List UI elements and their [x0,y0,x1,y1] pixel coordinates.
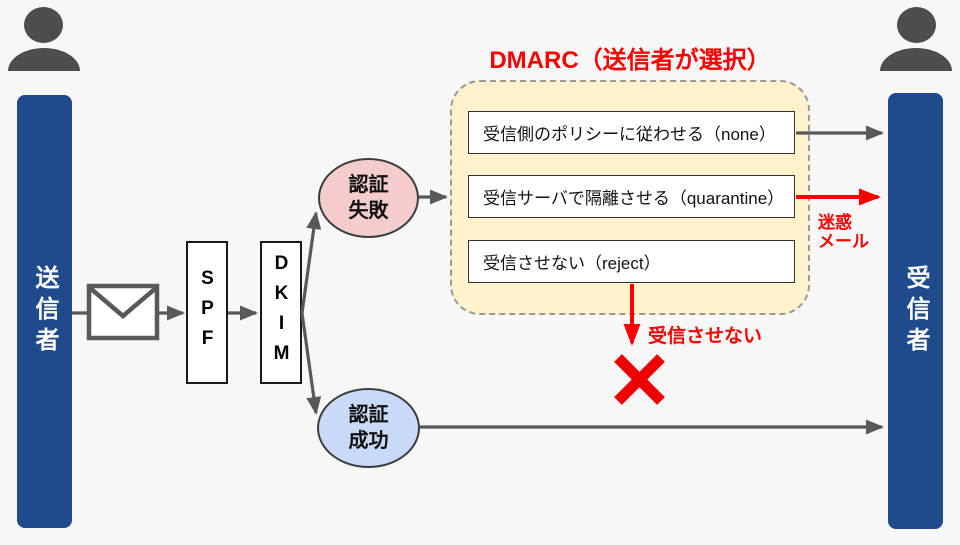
receiver-person-icon [897,7,936,43]
reject-x-icon [614,354,665,405]
envelope-icon [86,283,160,341]
dkim-label: DKIM [271,252,292,373]
auth-fail-ellipse: 認証 失敗 [318,158,419,238]
arrow-dkim-to-fail [300,211,322,314]
spam-mail-label: 迷惑 メール [818,213,869,251]
auth-success-ellipse: 認証 成功 [317,388,420,468]
dmarc-title: DMARC（送信者が選択） [489,47,771,74]
receiver-person-icon-body [880,48,952,71]
dkim-box: DKIM [260,241,302,384]
policy-reject-label: 受信させない（reject） [483,254,661,273]
policy-none-label: 受信側のポリシーに従わせる（none） [483,125,776,144]
policy-none-box: 受信側のポリシーに従わせる（none） [468,111,795,154]
policy-quarantine-label: 受信サーバで隔離させる（quarantine） [483,189,785,208]
sender-label: 送信者 [31,265,58,358]
sender-person-icon-body [8,48,80,71]
policy-quarantine-box: 受信サーバで隔離させる（quarantine） [468,175,795,218]
policy-reject-box: 受信させない（reject） [468,240,795,283]
receiver-label: 受信者 [902,264,929,358]
arrow-dkim-to-success [300,312,322,415]
spf-label: SPF [197,267,218,358]
auth-success-label: 認証 成功 [348,404,389,452]
receiver-bar: 受信者 [888,93,943,529]
sender-person-icon [24,7,63,43]
rejected-label: 受信させない [648,326,763,347]
sender-bar: 送信者 [17,95,72,528]
spf-box: SPF [186,241,228,384]
auth-fail-label: 認証 失敗 [348,174,389,222]
